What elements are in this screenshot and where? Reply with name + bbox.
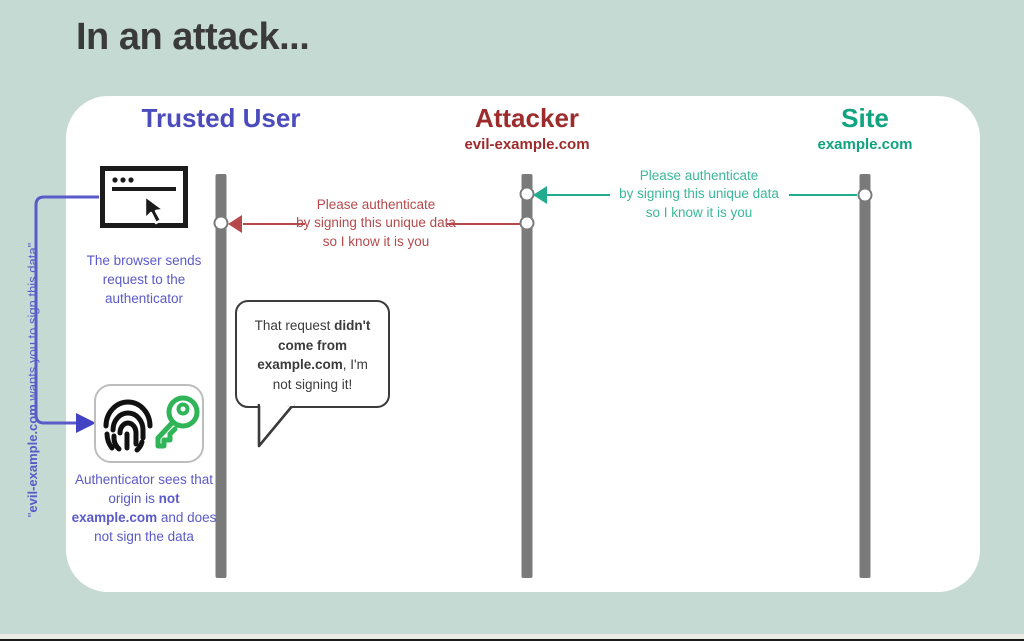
- auth-caption-bold-1: not: [158, 491, 180, 507]
- lifeline-node-attacker-send: [519, 215, 535, 231]
- speech-bubble-tail: [257, 404, 295, 448]
- auth-caption-part-3: and: [157, 510, 184, 526]
- actor-header-site: Site example.com: [817, 104, 912, 154]
- browser-caption-line-3: authenticator: [104, 291, 184, 307]
- message-green-line-1: Please authenticate: [639, 168, 759, 183]
- message-line-red-left: [243, 223, 305, 225]
- message-label-green: Please authenticate by signing this uniq…: [619, 167, 779, 222]
- actor-role-site: Site: [841, 103, 889, 133]
- actor-header-user: Trusted User: [142, 104, 301, 132]
- lifeline-node-user-receive: [213, 215, 229, 231]
- actor-header-attacker: Attacker evil-example.com: [464, 104, 589, 154]
- bubble-text-part-1: That request: [254, 318, 335, 333]
- message-label-red: Please authenticate by signing this uniq…: [296, 196, 456, 251]
- message-line-green-right: [789, 194, 857, 196]
- vertical-note-rest: wants you to sign this data: [25, 247, 41, 405]
- actor-role-user: Trusted User: [141, 103, 301, 133]
- browser-window-icon: [100, 166, 188, 228]
- message-arrowhead-red: [228, 215, 242, 233]
- authenticator-caption: Authenticator sees that origin is not ex…: [69, 470, 219, 547]
- bottom-rule: [0, 634, 1024, 641]
- fingerprint-icon: [103, 399, 153, 453]
- auth-caption-bold-2: example.com: [71, 510, 158, 526]
- message-line-red-right: [447, 223, 520, 225]
- page-title: In an attack...: [76, 16, 310, 58]
- actor-domain-attacker: evil-example.com: [464, 136, 590, 154]
- message-line-green-left: [538, 194, 610, 196]
- lifeline-site: [859, 174, 871, 578]
- message-arrowhead-green: [533, 186, 547, 204]
- bubble-text-bold: didn't come from example.com: [257, 318, 371, 373]
- browser-caption: The browser sends request to the authent…: [69, 251, 219, 308]
- browser-caption-line-2: request to the: [102, 272, 186, 288]
- auth-caption-part-2: that origin is: [108, 472, 214, 507]
- lifeline-node-site: [857, 187, 873, 203]
- vertical-note-open-quote: ": [25, 512, 41, 518]
- lifeline-user: [215, 174, 227, 578]
- actor-domain-site: example.com: [817, 136, 913, 154]
- message-green-line-2: by signing this unique data: [619, 186, 779, 202]
- authenticator-icon: [94, 384, 204, 463]
- auth-caption-part-5: data: [167, 529, 194, 545]
- bubble-text-part-2: , I'm not signing it!: [272, 357, 368, 392]
- auth-caption-part-1: Authenticator sees: [74, 472, 187, 487]
- message-red-line-3: so I know it is you: [322, 233, 430, 249]
- actor-role-attacker: Attacker: [474, 103, 580, 133]
- browser-caption-line-1: The browser sends: [86, 253, 202, 268]
- auth-caption-part-4: does not sign the: [94, 510, 217, 545]
- vertical-note-bold: evil-example.com: [25, 404, 41, 513]
- cursor-arrow-icon: [143, 194, 166, 225]
- vertical-note-close-quote: ": [25, 242, 41, 248]
- message-red-line-2: by signing this unique data: [296, 215, 456, 231]
- message-red-line-1: Please authenticate: [316, 197, 436, 212]
- speech-bubble: That request didn't come from example.co…: [235, 300, 390, 448]
- message-green-line-3: so I know it is you: [645, 204, 753, 220]
- key-icon: [155, 395, 200, 449]
- vertical-annotation: "evil-example.com wants you to sign this…: [24, 243, 42, 517]
- lifeline-attacker: [521, 174, 533, 578]
